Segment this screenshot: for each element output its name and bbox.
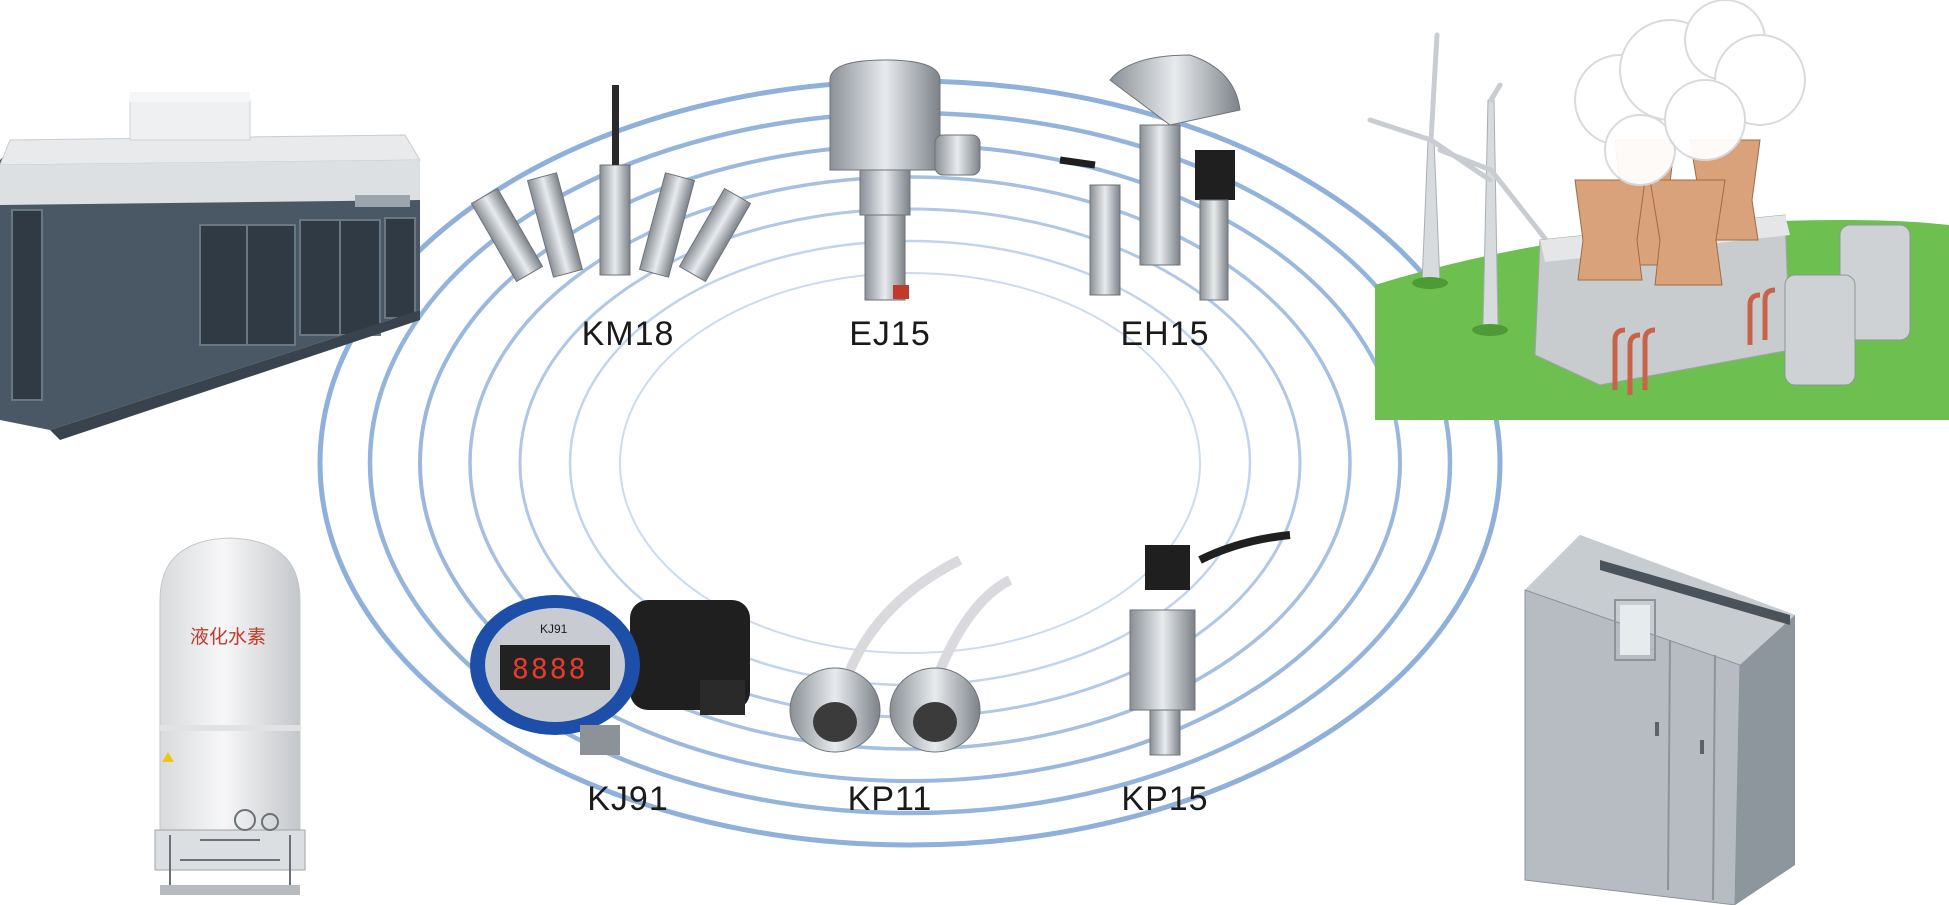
product-label-ej15: EJ15 xyxy=(849,315,931,353)
product-label-kp11: KP11 xyxy=(847,780,933,818)
tank-label: 液化水素 xyxy=(190,626,267,648)
product-label-eh15: EH15 xyxy=(1120,315,1210,353)
kj91-badge: KJ91 xyxy=(540,622,568,636)
product-label-kj91: KJ91 xyxy=(587,780,669,818)
kj91-display-readout: 8888 xyxy=(512,652,588,685)
product-label-km18: KM18 xyxy=(581,315,675,353)
product-label-kp15: KP15 xyxy=(1121,780,1209,818)
